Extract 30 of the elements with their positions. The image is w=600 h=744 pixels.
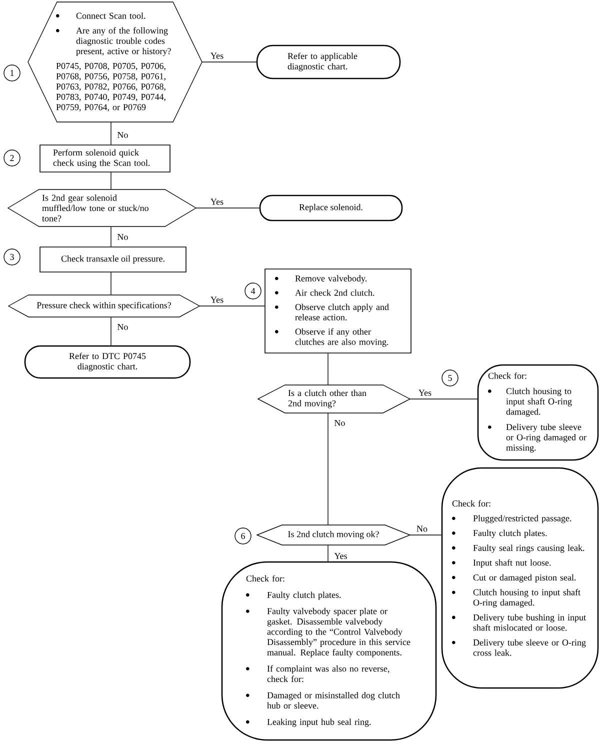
step-number: 6 [234, 528, 252, 544]
edge-label: Yes [333, 552, 348, 560]
process-box: Perform solenoid quick check using the Scan tool. [40, 144, 170, 172]
edge-label: Yes [209, 198, 225, 206]
step-number: 2 [4, 150, 20, 166]
rounded-box: Check for: Faulty clutch plates. Faulty valvebody spacer plate or gasket. Disassemble valvebody according to the “Control Valvebody Disassembly” procedure in this service manual. Replace faulty components. If complaint was also no reverse, check for: Damaged or misinstalled dog clutch hub or sleeve. Leaking input hub seal ring. [221, 561, 437, 741]
connector-line [110, 272, 112, 296]
connector-line [410, 534, 442, 536]
edge-label: No [116, 323, 130, 331]
rounded-box: Check for: Plugged/restricted passage. Faulty clutch plates. Faulty seal rings causing leak. Input shaft nut loose. Cut or damaged piston seal. Clutch housing to input shaft O-ring damaged. Delivery tube bushing in input shaft mislocated or loose. Delivery tube sleeve or O-ring cross leak. [441, 467, 599, 689]
connector-line [110, 316, 112, 346]
step-number: 4 [244, 282, 262, 300]
edge-label: No [416, 524, 428, 533]
edge-label: Yes [417, 388, 433, 397]
edge-label: Yes [209, 296, 225, 304]
decision-hexagon: Connect Scan tool. Are any of the following diagnostic trouble codes present, active or history? P0745, P0708, P0705, P0706, P0768, P0756, P0758, P0761, P0763, P0782, P0766, P0768, P0783, P0740, P0749, P0744, P0759, P0764, or P0769 [28, 2, 202, 122]
process-box: Remove valvebody. Air check 2nd clutch. Observe clutch apply and release action. Observe if any other clutches are also moving. [264, 268, 412, 354]
edge-label: No [116, 131, 130, 139]
connector-line [110, 226, 112, 247]
process-box: Check transaxle oil pressure. [40, 246, 186, 272]
step-number: 1 [4, 64, 20, 82]
connector-line [410, 398, 478, 400]
edge-label: No [333, 419, 346, 427]
step-number: 3 [4, 248, 20, 266]
connector-line [110, 122, 112, 145]
step-number: 5 [442, 370, 458, 386]
connector-line [110, 172, 112, 190]
edge-label: Yes [209, 52, 225, 60]
edge-label: No [116, 233, 130, 241]
rounded-box: Check for: Clutch housing to input shaft O-ring damaged. Delivery tube sleeve or O-ring damaged or missing. [477, 364, 599, 461]
